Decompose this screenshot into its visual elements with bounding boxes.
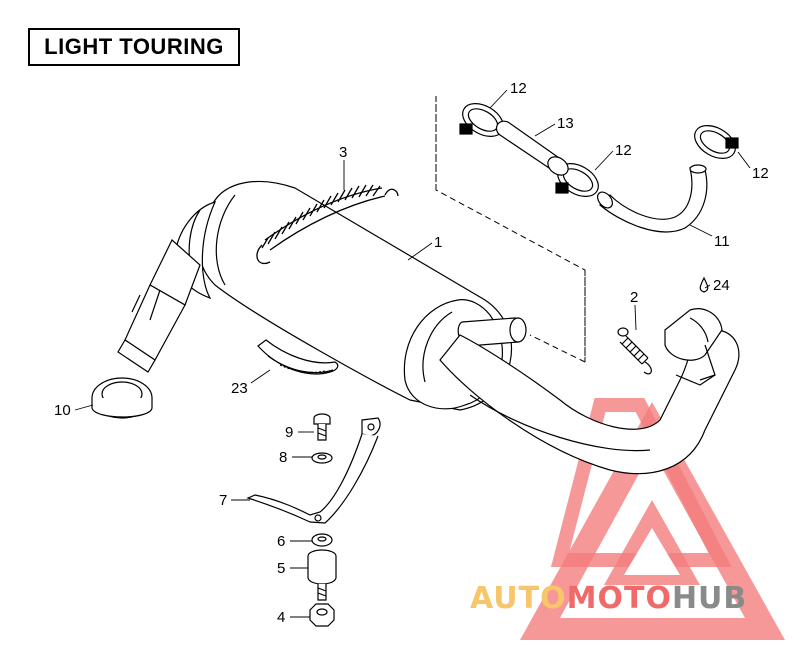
callout-6: 6 <box>277 533 285 550</box>
watermark-auto: AUTO <box>470 581 567 616</box>
header-pipe <box>439 308 740 475</box>
callout-11: 11 <box>714 233 730 250</box>
bracket-part-7 <box>246 417 381 524</box>
bolt-part-9 <box>313 413 331 441</box>
watermark-hub: HUB <box>672 581 747 616</box>
watermark-moto: MOTO <box>567 581 672 616</box>
nut-part-4 <box>309 603 335 627</box>
callout-2: 2 <box>630 289 638 306</box>
diagram-title: LIGHT TOURING <box>28 28 240 66</box>
callout-12-top: 12 <box>510 80 527 97</box>
callout-8: 8 <box>279 449 287 466</box>
callout-13: 13 <box>557 115 574 132</box>
leader-lines <box>74 89 751 618</box>
spring-part-3 <box>256 184 399 265</box>
assembly-dashed-outline <box>435 96 586 362</box>
callout-12-middle: 12 <box>615 142 632 159</box>
watermark-logo <box>520 398 785 640</box>
callout-9: 9 <box>285 424 293 441</box>
callout-12-right: 12 <box>752 165 769 182</box>
assembly-dashed-leader <box>529 334 586 363</box>
watermark-text: AUTOMOTOHUB <box>470 581 747 616</box>
heat-shield-part-23 <box>257 339 339 375</box>
rubber-mount-part-5 <box>307 549 337 601</box>
callout-5: 5 <box>277 560 285 577</box>
callout-7: 7 <box>219 492 227 509</box>
sealant-drop-icon <box>699 276 709 293</box>
callout-10: 10 <box>54 402 71 419</box>
washer-part-8 <box>311 452 333 464</box>
callout-4: 4 <box>277 609 285 626</box>
hose-clamp-part-12-right <box>694 125 739 159</box>
grommet-part-10 <box>91 377 153 419</box>
callout-1: 1 <box>434 234 442 251</box>
spring-part-2 <box>617 327 652 375</box>
straight-hose-part-13 <box>495 120 569 176</box>
bent-hose-part-11 <box>597 164 708 233</box>
washer-part-6 <box>311 533 333 547</box>
callout-24: 24 <box>713 277 730 294</box>
callout-23: 23 <box>231 380 248 397</box>
callout-3: 3 <box>339 144 347 161</box>
